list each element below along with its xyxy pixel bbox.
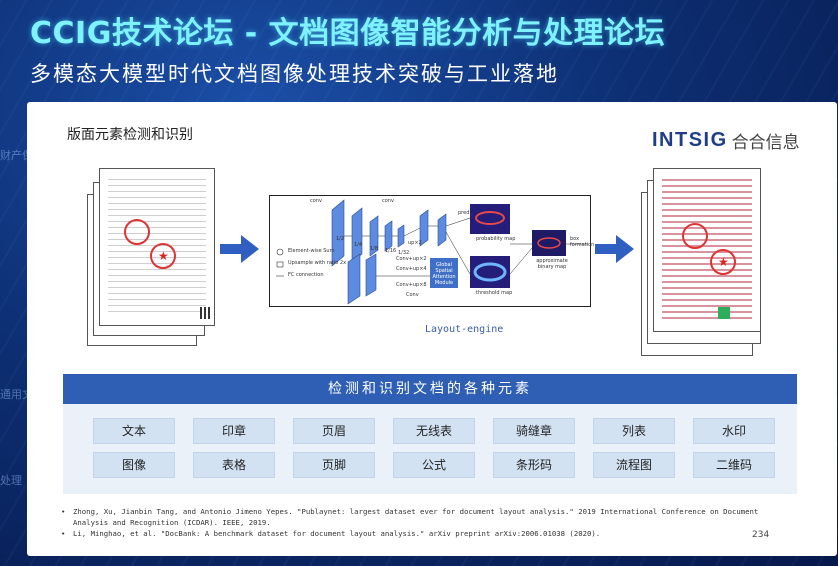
element-chip-footer: 页脚 — [293, 452, 375, 478]
background-label: 处理 — [0, 474, 22, 487]
map-label: approximate binary map — [536, 258, 568, 270]
layout-engine-diagram: Element-wise Sum Upsample with ratio 2x … — [269, 195, 595, 307]
background-label: 财产保 — [0, 149, 33, 162]
map-label: probability map — [476, 236, 516, 242]
element-chip-header: 页眉 — [293, 418, 375, 444]
op-label: 1/8 — [370, 246, 379, 252]
logo-text-en: INTSIG — [652, 129, 728, 151]
element-chip-watermark: 水印 — [693, 418, 775, 444]
op-label: conv — [382, 198, 394, 204]
op-label: up×2 — [408, 240, 422, 246]
slide: 版面元素检测和识别 INTSIG 合合信息 ★ — [27, 102, 837, 556]
references: Zhong, Xu, Jianbin Tang, and Antonio Jim… — [61, 506, 761, 539]
diagram-caption: Layout-engine — [425, 324, 504, 335]
op-label: Conv+up×2 — [396, 256, 427, 262]
qr-code-icon — [718, 307, 730, 319]
op-label: Conv+up×8 — [396, 282, 427, 288]
map-label: threshold map — [476, 290, 513, 296]
reference-item: Zhong, Xu, Jianbin Tang, and Antonio Jim… — [61, 506, 761, 528]
element-chip-flowchart: 流程图 — [593, 452, 675, 478]
attention-module-label: Global Spatial Attention Module — [432, 262, 456, 286]
op-label: 1/16 — [385, 248, 397, 254]
element-chip-formula: 公式 — [393, 452, 475, 478]
document-page-front: ★ — [99, 168, 215, 326]
forum-subtitle: 多模态大模型时代文档图像处理技术突破与工业落地 — [30, 62, 559, 86]
background-label: 通用文 — [0, 388, 33, 401]
forum-title: CCIG技术论坛 - 文档图像智能分析与处理论坛 — [30, 16, 666, 51]
legend-label: Element-wise Sum — [288, 248, 335, 254]
op-label: box formation — [570, 236, 595, 248]
element-chip-borderless-table: 无线表 — [393, 418, 475, 444]
element-chip-qr-code: 二维码 — [693, 452, 775, 478]
elements-panel: 文本 印章 页眉 无线表 骑缝章 列表 水印 图像 表格 页脚 公式 条形码 流… — [63, 404, 797, 494]
op-label: 1/2 — [336, 236, 345, 242]
qr-code-icon — [200, 307, 212, 319]
legend-label: Upsample with ratio 2x — [288, 260, 347, 266]
op-label: pred — [458, 210, 470, 216]
slide-heading: 版面元素检测和识别 — [67, 127, 193, 143]
page-number: 234 — [752, 530, 770, 540]
element-chip-text: 文本 — [93, 418, 175, 444]
reference-item: Li, Minghao, et al. "DocBank: A benchmar… — [61, 528, 761, 539]
legend-label: FC connection — [288, 272, 324, 278]
document-page-front: ★ — [653, 168, 761, 332]
seal-icon: ★ — [150, 243, 176, 269]
element-chip-cross-page-seal: 骑缝章 — [493, 418, 575, 444]
op-label: 1/32 — [398, 250, 410, 256]
logo-text-cn: 合合信息 — [731, 133, 800, 153]
elements-title-bar: 检测和识别文档的各种元素 — [63, 374, 797, 404]
element-chip-seal: 印章 — [193, 418, 275, 444]
element-chip-barcode: 条形码 — [493, 452, 575, 478]
element-chip-list: 列表 — [593, 418, 675, 444]
op-label: Conv — [406, 292, 419, 298]
seal-icon — [124, 219, 150, 245]
company-logo: INTSIG 合合信息 — [652, 128, 800, 153]
seal-icon — [682, 223, 708, 249]
element-chip-table: 表格 — [193, 452, 275, 478]
seal-icon: ★ — [710, 249, 736, 275]
element-chip-image: 图像 — [93, 452, 175, 478]
op-label: 1/4 — [354, 242, 363, 248]
network-architecture-icon — [276, 199, 588, 305]
op-label: Conv+up×4 — [396, 266, 427, 272]
op-label: conv — [310, 198, 322, 204]
